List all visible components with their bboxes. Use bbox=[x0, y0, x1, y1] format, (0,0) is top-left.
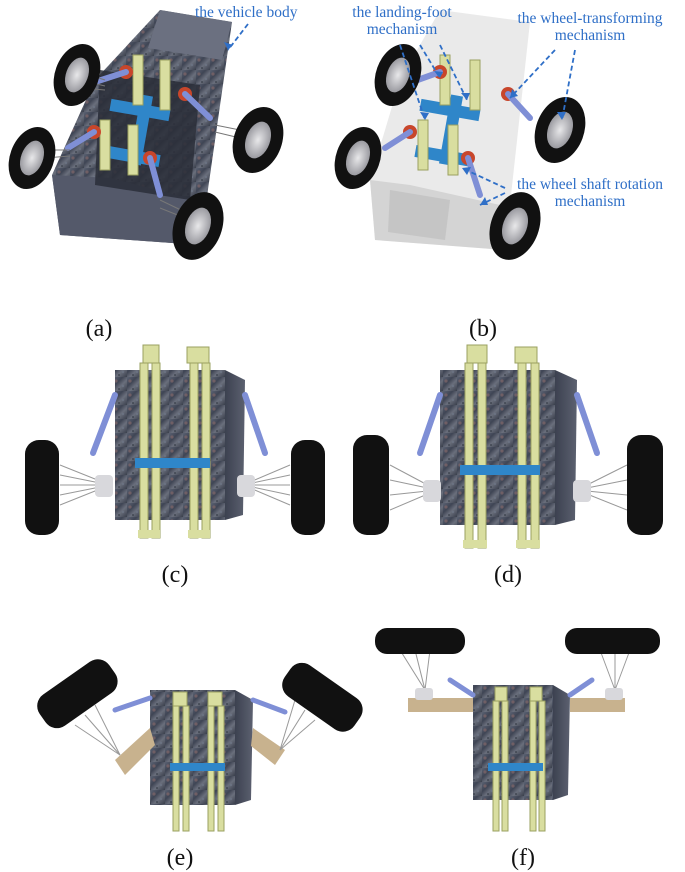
wheels-d bbox=[353, 435, 663, 535]
body-e bbox=[150, 690, 253, 805]
label-landing-foot: the landing-foot mechanism bbox=[342, 4, 462, 38]
feet-d bbox=[463, 540, 540, 548]
label-landing-foot-line2: mechanism bbox=[366, 21, 438, 38]
panel-d-front-view-landing bbox=[345, 335, 675, 560]
arms-b bbox=[382, 69, 533, 198]
label-vehicle-body: the vehicle body bbox=[195, 4, 298, 21]
arrow-wheel-transform-1 bbox=[509, 49, 556, 99]
legs-c bbox=[139, 344, 211, 539]
annotation-arrows bbox=[224, 23, 576, 206]
panel-d-drawing bbox=[353, 344, 663, 549]
body-f bbox=[473, 685, 570, 800]
arrow-wheel-shaft-2 bbox=[479, 192, 506, 206]
hub-left-d bbox=[423, 480, 441, 502]
arrow-landing-foot-3 bbox=[439, 44, 468, 101]
arms-c bbox=[90, 392, 268, 456]
bracket-e bbox=[170, 763, 225, 771]
wheels-a bbox=[8, 44, 284, 260]
label-wheel-transforming-line1: the wheel-transforming bbox=[517, 10, 663, 27]
panel-c-drawing bbox=[25, 344, 325, 539]
arrow-wheel-transform-2 bbox=[561, 49, 576, 121]
hub-right-c bbox=[237, 475, 255, 497]
wheels-c bbox=[25, 440, 325, 535]
label-wheel-shaft-rotation: the wheel shaft rotation mechanism bbox=[505, 176, 675, 210]
legs-d bbox=[464, 344, 540, 549]
panel-c-front-view bbox=[15, 335, 335, 555]
panel-a-drawing bbox=[8, 10, 284, 260]
caption-b: (b) bbox=[469, 316, 497, 342]
arms-a bbox=[65, 69, 213, 198]
bracket-d bbox=[460, 465, 540, 475]
bracket-c bbox=[135, 458, 210, 468]
bracket-f bbox=[488, 763, 543, 771]
hub-left-c bbox=[95, 475, 113, 497]
caption-e: (e) bbox=[166, 845, 194, 871]
label-wheel-shaft-line2: mechanism bbox=[554, 193, 626, 210]
wheels-e bbox=[37, 659, 363, 732]
mounts-f bbox=[415, 688, 623, 700]
landing-legs-a bbox=[99, 54, 171, 176]
body-d bbox=[440, 370, 577, 525]
arms-f bbox=[447, 677, 595, 698]
label-landing-foot-line1: the landing-foot bbox=[352, 4, 452, 21]
arrow-landing-foot-1 bbox=[399, 44, 426, 121]
panel-b-drawing bbox=[334, 10, 586, 260]
panel-f-drawing bbox=[375, 628, 660, 832]
beams-e bbox=[115, 728, 285, 775]
caption-a: (a) bbox=[85, 316, 113, 342]
panel-b-transparent-vehicle bbox=[330, 0, 685, 280]
feet-c bbox=[138, 530, 210, 538]
spokes-e bbox=[74, 699, 316, 756]
panel-e-wheels-tilting bbox=[25, 650, 365, 835]
body-c bbox=[115, 370, 245, 520]
caption-c: (c) bbox=[161, 562, 189, 588]
spokes-f bbox=[399, 649, 631, 691]
hub-right-d bbox=[573, 480, 591, 502]
landing-legs-b bbox=[417, 54, 481, 176]
label-wheel-transforming: the wheel-transforming mechanism bbox=[505, 10, 675, 44]
arms-d bbox=[417, 392, 600, 456]
beams-f bbox=[408, 698, 625, 712]
wheels-b bbox=[334, 44, 586, 260]
panel-f-wheels-raised bbox=[370, 600, 680, 840]
wheels-f bbox=[375, 628, 660, 654]
panel-a-isometric-vehicle bbox=[0, 0, 335, 280]
label-wheel-shaft-line1: the wheel shaft rotation bbox=[517, 176, 663, 193]
label-wheel-transforming-line2: mechanism bbox=[554, 27, 626, 44]
arms-e bbox=[112, 695, 288, 715]
panel-e-drawing bbox=[37, 659, 363, 832]
caption-d: (d) bbox=[494, 562, 522, 588]
caption-f: (f) bbox=[511, 845, 535, 871]
